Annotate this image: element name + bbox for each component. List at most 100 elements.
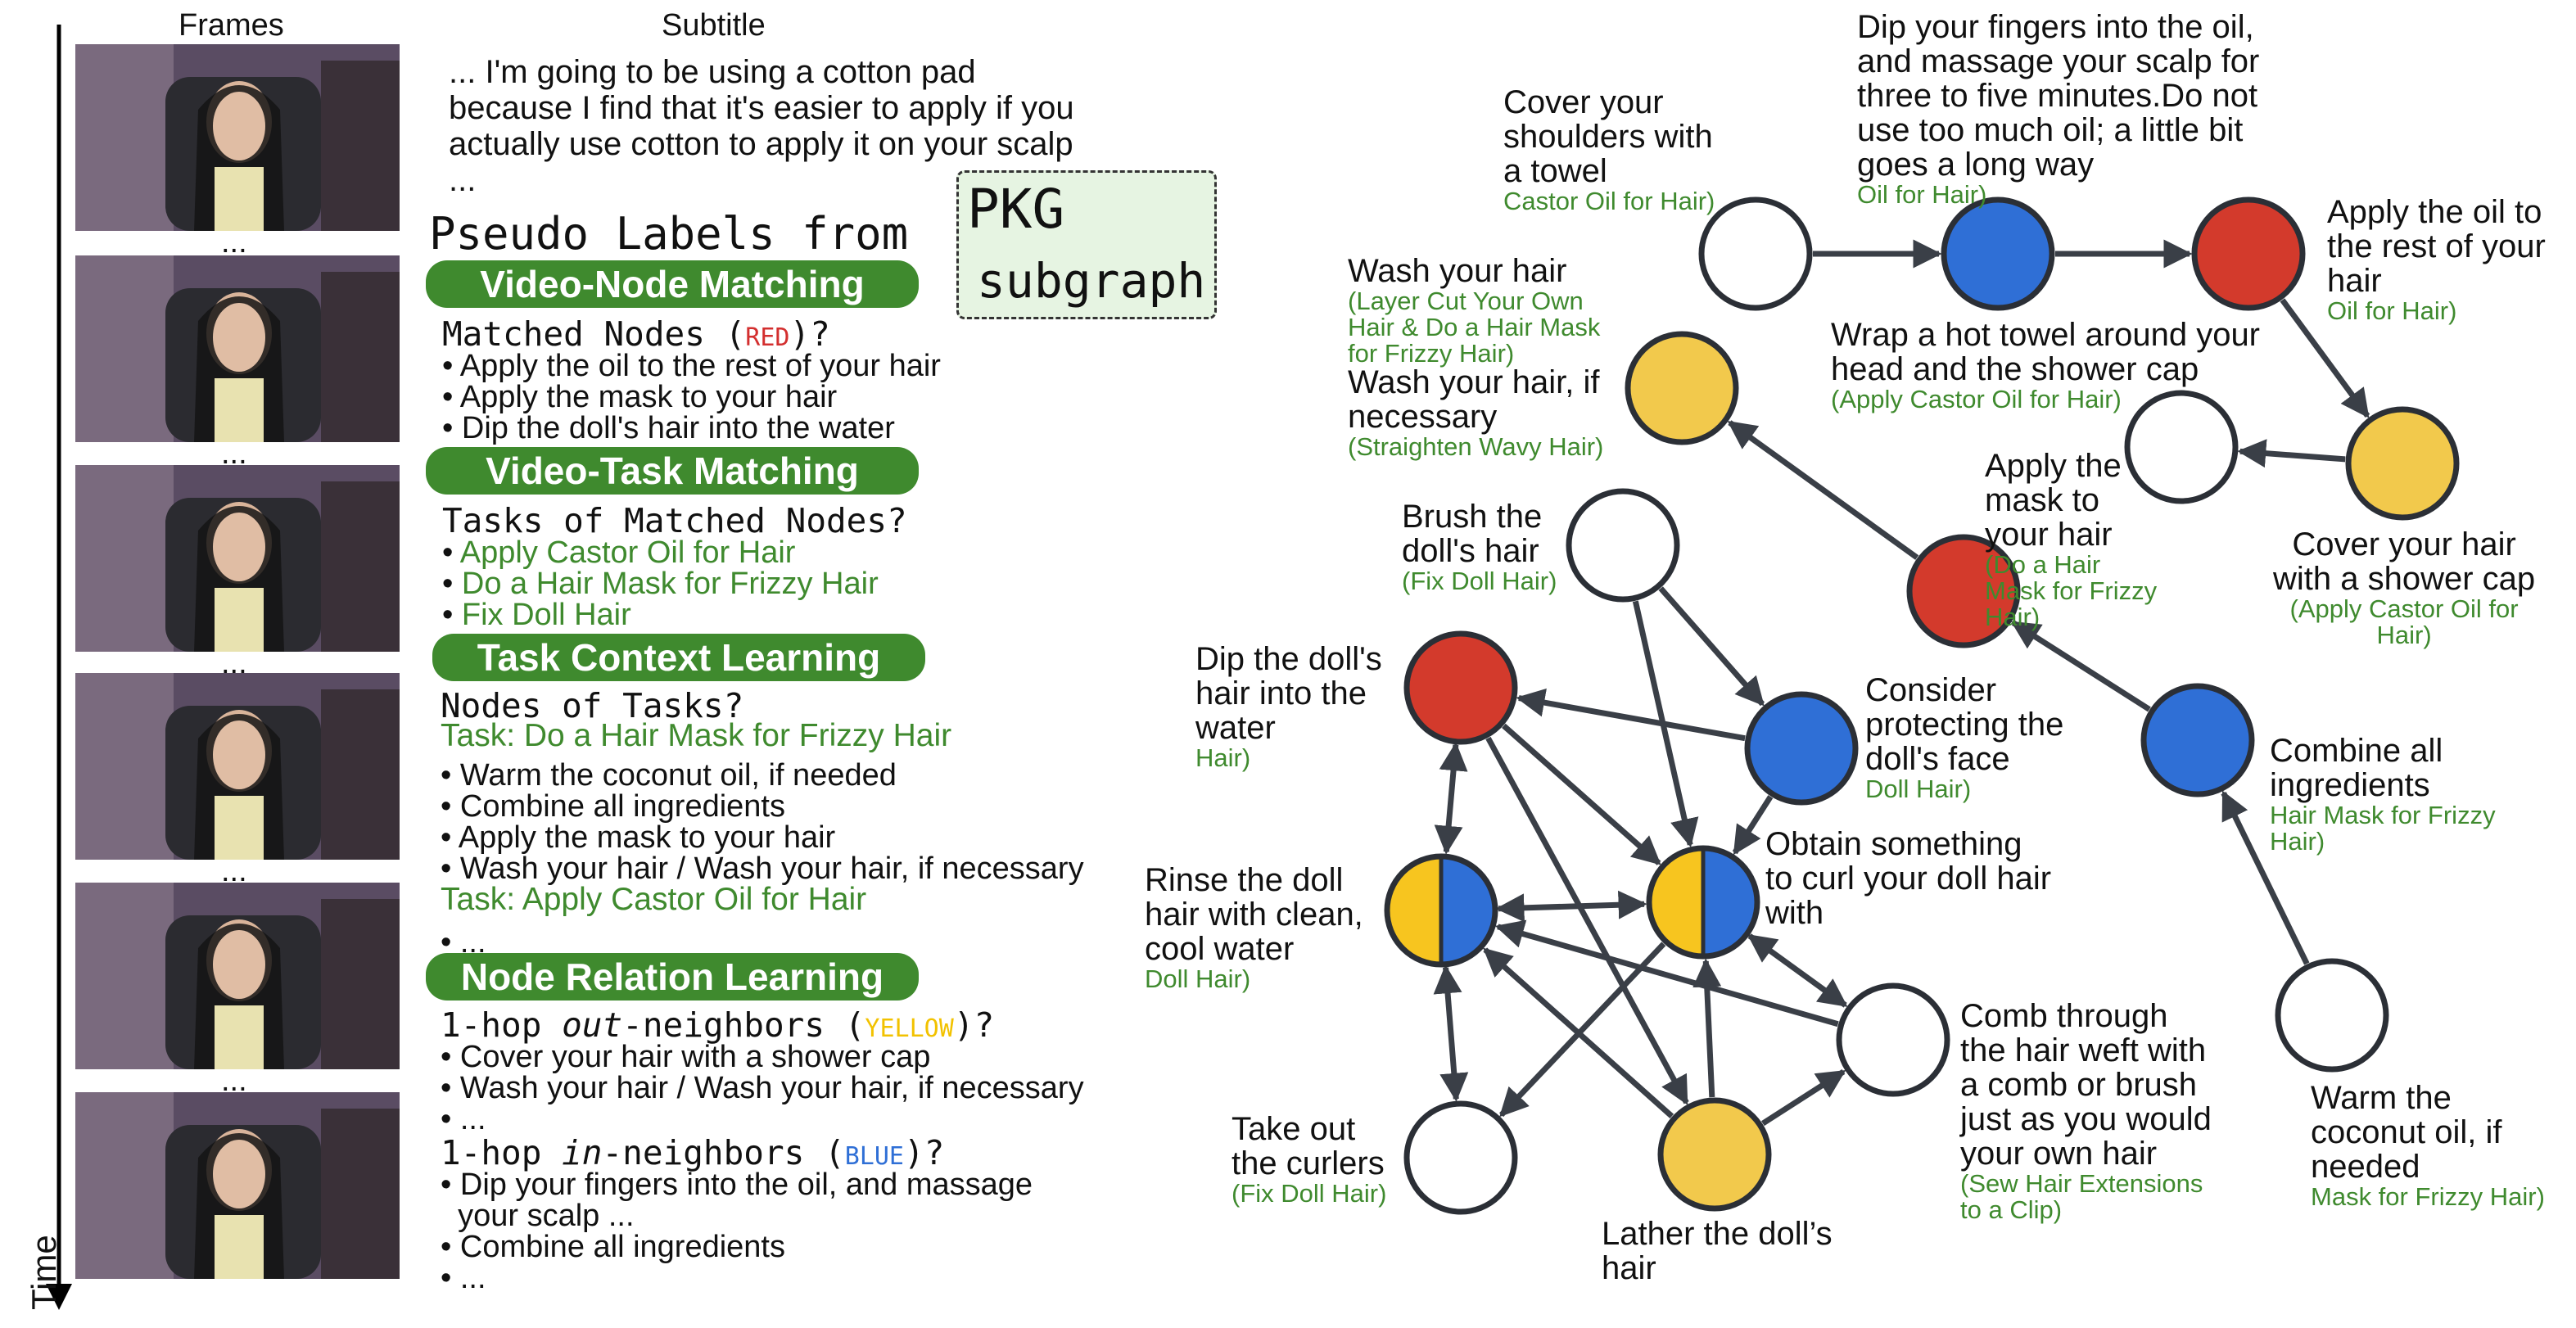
- graph-edge: [1499, 942, 1666, 1118]
- subgraph-line: subgraph: [977, 253, 1206, 309]
- pill-node-relation-learning: Node Relation Learning: [426, 953, 919, 1001]
- pseudo-labels-title: Pseudo Labels from: [429, 208, 909, 260]
- graph-node: [1625, 331, 1739, 445]
- node-label-line: ingredients: [2270, 767, 2430, 803]
- video-frame: [75, 44, 400, 231]
- video-frame-image: [75, 883, 400, 1069]
- node-label-line: Consider: [1865, 672, 1997, 708]
- graph-node-half-yellow: [1387, 856, 1441, 964]
- node-label-line: with: [1765, 895, 1824, 931]
- node-label-line: Lather the doll’s: [1602, 1216, 1833, 1252]
- task-tag: (Layer Cut Your Own: [1348, 287, 1584, 315]
- node-label-line: Combine all: [2270, 733, 2443, 769]
- graph-edge: [1747, 933, 1848, 1008]
- list-item: • Apply the mask to your hair: [442, 380, 838, 414]
- graph-edge: [2010, 620, 2151, 712]
- task-tag: (Sew Hair Extensions: [1960, 1169, 2203, 1198]
- node-label-line: hair into the: [1195, 675, 1367, 711]
- task-tag: (Apply Castor Oil for: [2289, 594, 2519, 623]
- pill-task-context-learning: Task Context Learning: [432, 634, 925, 681]
- node-label-line: with a shower cap: [2273, 561, 2536, 597]
- list-item: • Warm the coconut oil, if needed: [441, 758, 897, 793]
- task-tag: (Straighten Wavy Hair): [1348, 432, 1604, 461]
- task-tag: (Fix Doll Hair): [1402, 567, 1557, 595]
- node-label-line: Rinse the doll: [1145, 862, 1344, 898]
- list-item: • Wash your hair / Wash your hair, if ne…: [441, 1071, 1084, 1105]
- graph-edge: [1692, 958, 1722, 1098]
- node-label-dip-fingers: Dip your fingers into the oil,and massag…: [1857, 10, 2259, 208]
- node-label-line: cool water: [1145, 931, 1295, 967]
- node-label-line: hair with clean,: [1145, 897, 1363, 933]
- time-axis: [46, 25, 72, 1310]
- subtitle-header: Subtitle: [662, 8, 766, 43]
- video-frame-image: [75, 673, 400, 860]
- graph-node: [1744, 691, 1859, 806]
- matched-nodes-list: • Apply the oil to the rest of your hair…: [442, 350, 941, 444]
- subtitle-line: because I find that it's easier to apply…: [449, 90, 1074, 126]
- subtitle-text: ... I'm going to be using a cotton pad b…: [449, 54, 1074, 198]
- graph-node: [2124, 390, 2239, 504]
- nodes-of-tasks-question: Nodes of Tasks?: [441, 686, 744, 725]
- matched-nodes-question: Matched Nodes (RED)?: [442, 314, 830, 354]
- list-item: • Dip your fingers into the oil, and mas…: [441, 1168, 1033, 1202]
- graph-edge: [1434, 742, 1468, 855]
- video-frame: [75, 1092, 400, 1279]
- node-label-line: doll's face: [1865, 741, 2010, 777]
- node-label-line: Take out: [1232, 1111, 1356, 1147]
- list-item: your scalp ...: [458, 1199, 635, 1233]
- video-frame-image: [75, 255, 400, 442]
- graph-edge: [1516, 688, 1746, 742]
- task-tag: (Do a Hair: [1985, 550, 2101, 579]
- video-frame: [75, 883, 400, 1069]
- node-label-line: Comb through: [1960, 998, 2168, 1034]
- list-item: • Do a Hair Mask for Frizzy Hair: [442, 567, 879, 601]
- task-tag: Hair Mask for Frizzy: [2270, 801, 2496, 829]
- graph-edge: [1485, 736, 1689, 1105]
- node-label-line: hair: [2327, 263, 2382, 299]
- graph-node-half-blue: [1441, 856, 1495, 964]
- video-frame: [75, 465, 400, 652]
- graph-edge: [1502, 723, 1661, 865]
- list-item: • ...: [441, 1261, 486, 1295]
- node-label-line: to curl your doll hair: [1765, 860, 2052, 897]
- task-nodes-list: • Warm the coconut oil, if needed • Comb…: [441, 760, 1084, 884]
- graph-edge: [2221, 790, 2310, 965]
- task-tag: Oil for Hair): [2327, 296, 2457, 325]
- node-label-line: hair: [1602, 1250, 1656, 1286]
- pill-video-task-matching: Video-Task Matching: [426, 447, 919, 495]
- graph-node: [1403, 630, 1518, 745]
- node-label-line: Wash your hair, if: [1348, 364, 1600, 400]
- yellow-tag: YELLOW: [865, 1014, 954, 1043]
- node-label-line: the curlers: [1232, 1145, 1385, 1181]
- task-tag: Doll Hair): [1865, 775, 1972, 803]
- video-frame-image: [75, 465, 400, 652]
- node-label-line: Obtain something: [1765, 826, 2022, 862]
- node-label-line: Warm the: [2311, 1080, 2452, 1116]
- q-end: )?: [789, 314, 830, 354]
- node-label-line: the rest of your: [2327, 228, 2546, 264]
- node-label-line: shoulders with: [1503, 119, 1713, 155]
- task-heading: Task: Do a Hair Mask for Frizzy Hair: [441, 718, 952, 753]
- video-frame-image: [75, 44, 400, 231]
- list-item: • Apply Castor Oil for Hair: [442, 535, 796, 570]
- graph-node: [1906, 534, 2021, 648]
- node-label-line: Apply the: [1985, 448, 2122, 484]
- red-tag: RED: [745, 323, 790, 352]
- list-item: • Dip the doll's hair into the water: [442, 411, 895, 445]
- video-frame-image: [75, 1092, 400, 1279]
- video-frame: [75, 673, 400, 860]
- task-tag: Doll Hair): [1145, 964, 1251, 993]
- task-tag: Mask for Frizzy: [1985, 576, 2158, 605]
- subtitle-line: ... I'm going to be using a cotton pad: [449, 54, 976, 90]
- node-label-line: three to five minutes.Do not: [1857, 78, 2258, 114]
- graph-node: [1836, 982, 1950, 1097]
